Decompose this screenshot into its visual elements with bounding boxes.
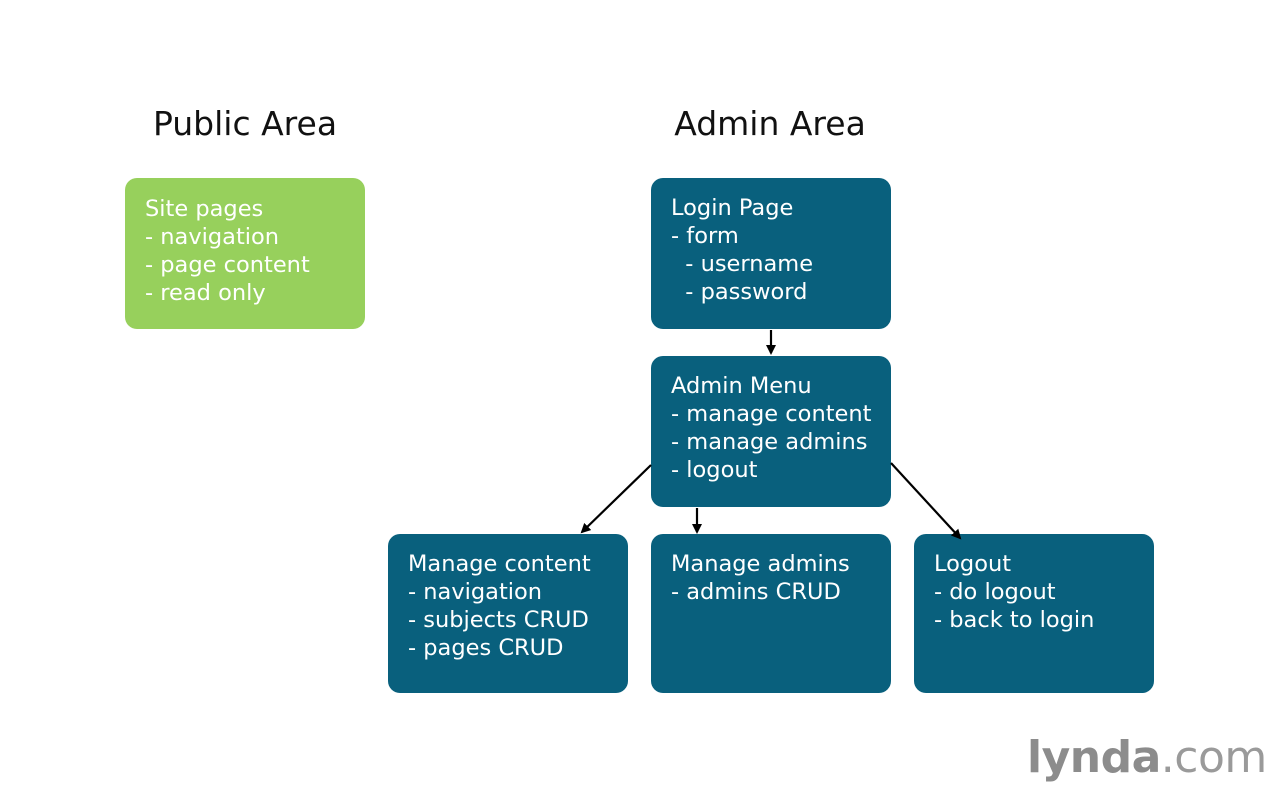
public-area-heading: Public Area [152, 104, 338, 143]
login-page-box: Login Page - form - username - password [651, 178, 891, 329]
manage-content-title: Manage content [408, 551, 591, 577]
logo-bold-text: lynda [1027, 732, 1161, 783]
arrow-menu-to-logout [890, 462, 962, 540]
arrow-menu-to-manage-content [580, 464, 652, 534]
login-page-item: - password [671, 279, 808, 305]
admin-menu-item: - manage content [671, 401, 872, 427]
admin-menu-title: Admin Menu [671, 373, 812, 399]
admin-menu-item: - manage admins [671, 429, 868, 455]
login-page-title: Login Page [671, 195, 794, 221]
site-pages-item: - read only [145, 280, 266, 306]
logout-title: Logout [934, 551, 1012, 577]
logo-rest-text: .com [1160, 732, 1267, 783]
admin-menu-item: - logout [671, 457, 758, 483]
login-page-item: - form [671, 223, 739, 249]
site-pages-box: Site pages - navigation - page content -… [125, 178, 365, 329]
manage-admins-item: - admins CRUD [671, 579, 841, 605]
logout-item: - do logout [934, 579, 1056, 605]
site-pages-item: - navigation [145, 224, 280, 250]
admin-area-heading: Admin Area [674, 104, 866, 143]
manage-admins-box: Manage admins - admins CRUD [651, 534, 891, 693]
manage-admins-title: Manage admins [671, 551, 850, 577]
site-pages-item: - page content [145, 252, 310, 278]
admin-menu-box: Admin Menu - manage content - manage adm… [651, 356, 891, 507]
manage-content-box: Manage content - navigation - subjects C… [388, 534, 628, 693]
login-page-item: - username [671, 251, 814, 277]
logout-item: - back to login [934, 607, 1095, 633]
site-pages-title: Site pages [145, 196, 264, 222]
manage-content-item: - pages CRUD [408, 635, 564, 661]
logout-box: Logout - do logout - back to login [914, 534, 1154, 693]
lynda-logo: lynda.com [1027, 732, 1267, 783]
manage-content-item: - navigation [408, 579, 543, 605]
manage-content-item: - subjects CRUD [408, 607, 589, 633]
